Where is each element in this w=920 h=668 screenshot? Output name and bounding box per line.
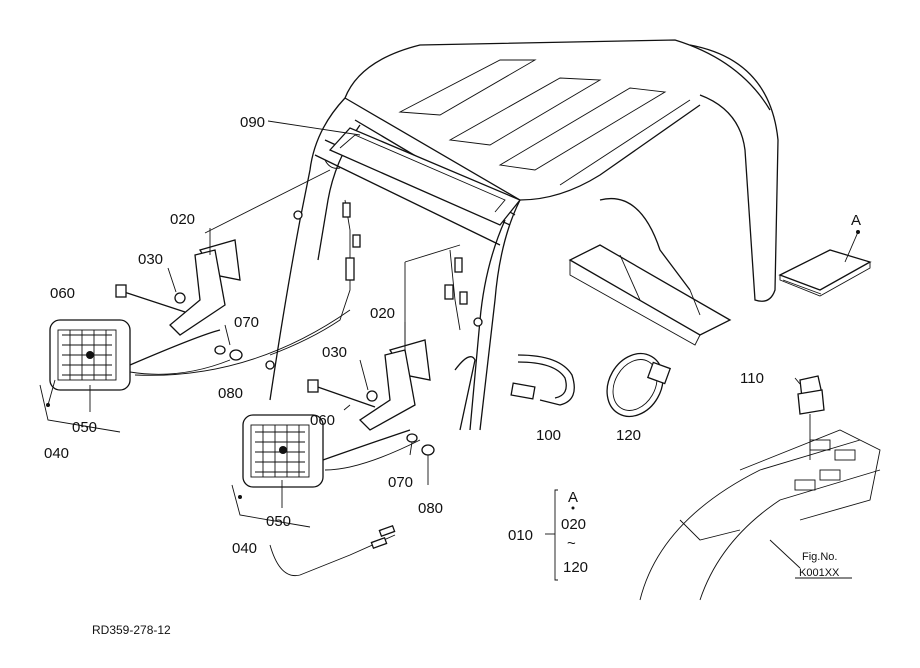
manual-book-a bbox=[778, 230, 872, 297]
set-bracket bbox=[545, 489, 575, 581]
cable-tie-100 bbox=[510, 354, 575, 406]
fig-leader bbox=[769, 539, 801, 569]
set-top-label: A bbox=[568, 489, 578, 506]
part-label-050-right: 050 bbox=[266, 513, 291, 530]
work-light-bar bbox=[328, 127, 522, 226]
part-label-100: 100 bbox=[536, 427, 561, 444]
part-label-090: 090 bbox=[240, 114, 265, 131]
part-label-020-right: 020 bbox=[370, 305, 395, 322]
part-label-080-right: 080 bbox=[418, 500, 443, 517]
switch-110 bbox=[679, 375, 881, 541]
part-label-120: 120 bbox=[616, 427, 641, 444]
part-label-060-right: 060 bbox=[310, 412, 335, 429]
drawing-code: RD359-278-12 bbox=[92, 623, 171, 637]
part-label-050-left: 050 bbox=[72, 419, 97, 436]
part-label-a: A bbox=[851, 212, 861, 229]
part-label-040-right: 040 bbox=[232, 540, 257, 557]
part-label-030-right: 030 bbox=[322, 344, 347, 361]
leader-lines bbox=[89, 228, 801, 508]
leader-090 bbox=[267, 120, 361, 136]
part-label-070-left: 070 bbox=[234, 314, 259, 331]
part-label-020-left: 020 bbox=[170, 211, 195, 228]
part-label-040-left: 040 bbox=[44, 445, 69, 462]
set-group-label: 010 bbox=[508, 527, 533, 544]
part-label-110: 110 bbox=[740, 370, 764, 387]
part-label-060-left: 060 bbox=[50, 285, 75, 302]
set-range-mark: ~ bbox=[567, 535, 576, 552]
set-bottom-label: 120 bbox=[563, 559, 588, 576]
set-mid-label: 020 bbox=[561, 516, 586, 533]
wiring bbox=[204, 169, 483, 370]
fig-label: Fig.No. bbox=[802, 551, 837, 563]
part-label-030-left: 030 bbox=[138, 251, 163, 268]
part-label-080-left: 080 bbox=[218, 385, 243, 402]
right-lamp-assembly bbox=[231, 339, 435, 577]
left-lamp-assembly bbox=[39, 239, 351, 433]
fig-number: K001XX bbox=[799, 567, 840, 579]
band-clamp-120 bbox=[606, 352, 672, 418]
part-label-070-right: 070 bbox=[388, 474, 413, 491]
